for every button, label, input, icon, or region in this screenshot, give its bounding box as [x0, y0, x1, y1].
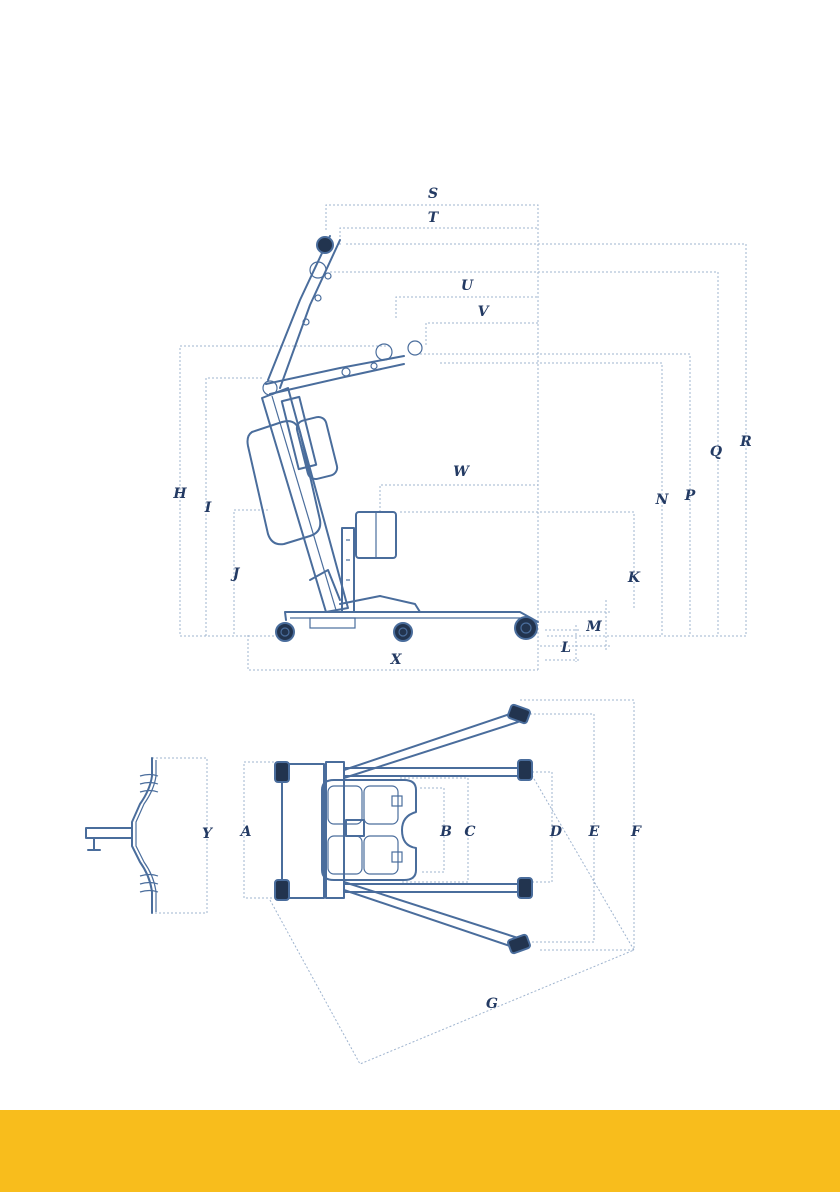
lift-machine-drawing [248, 236, 539, 641]
label-y: Y [202, 826, 214, 842]
label-g: G [486, 996, 498, 1012]
label-c: C [464, 824, 475, 840]
lift-top-machine-drawing [275, 704, 532, 954]
label-e: E [588, 824, 600, 840]
label-k: K [627, 570, 641, 586]
label-n: N [655, 492, 670, 508]
label-b: B [439, 824, 452, 840]
top-view-labels: A B C D E F G [239, 824, 642, 1012]
label-j: J [230, 566, 241, 582]
label-i: I [204, 500, 212, 516]
label-f: F [630, 824, 642, 840]
label-l: L [560, 640, 571, 656]
footer-band [0, 1110, 840, 1192]
label-v: V [478, 304, 491, 320]
label-t: T [428, 210, 440, 226]
label-s: S [428, 186, 438, 202]
side-view-dimension-lines [180, 205, 746, 670]
label-x: X [390, 652, 403, 668]
label-h: H [172, 486, 187, 502]
label-u: U [461, 278, 474, 294]
top-view-dimension-lines [244, 700, 634, 1064]
label-w: W [453, 464, 470, 480]
dimension-diagram: S T U V W H I J K N P Q R M L X [0, 0, 840, 1110]
side-view-labels: S T U V W H I J K N P Q R M L X [172, 186, 751, 668]
spreader-bar-icon: Y [86, 758, 214, 913]
label-a: A [239, 824, 252, 840]
label-p: P [684, 488, 696, 504]
patient-lift-side-view: S T U V W H I J K N P Q R M L X [172, 186, 751, 670]
label-m: M [585, 619, 602, 635]
patient-lift-top-view: A B C D E F G [239, 700, 642, 1064]
label-d: D [549, 824, 563, 840]
label-r: R [739, 434, 752, 450]
label-q: Q [710, 444, 722, 460]
